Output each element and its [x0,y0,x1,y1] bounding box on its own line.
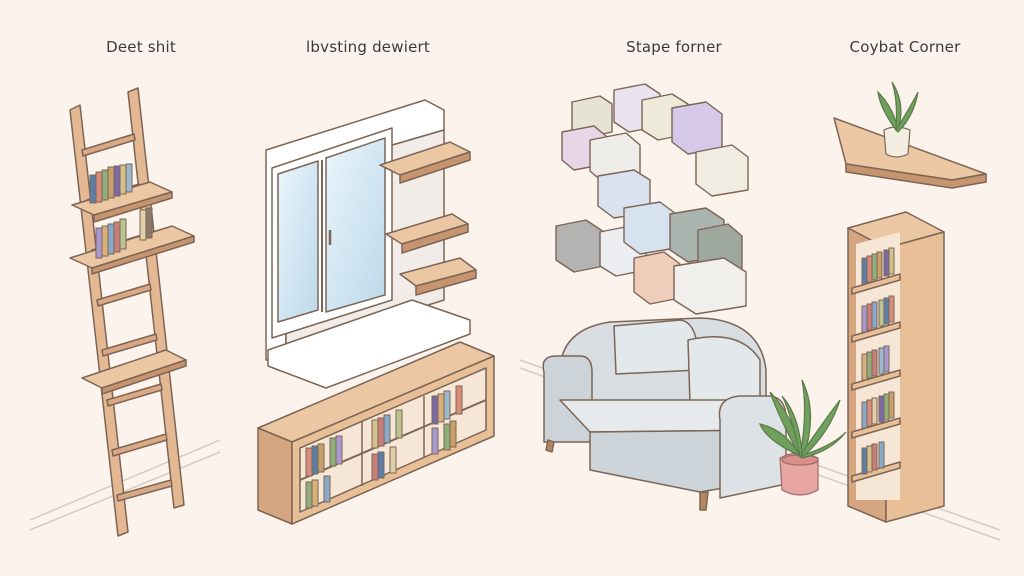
caption-window-shelves: lbvsting dewiert [306,38,430,56]
floating-shelves [379,141,477,296]
tall-bookcase [847,211,945,523]
low-bookcase [257,341,495,525]
caption-ladder-shelf: Deet shit [106,38,176,56]
cube-shelves [555,83,749,315]
ladder-shelf [69,87,195,537]
sofa [542,317,787,511]
caption-cube-shelves: Stape forner [626,38,722,56]
corner-shelf-plant [877,81,919,158]
cube [633,251,681,305]
tall-bookcase-books [861,247,895,475]
cube [695,144,749,197]
cube [671,101,723,155]
window-shelves [257,99,495,525]
window-glass-right [325,137,386,313]
corner-shelf [833,117,987,189]
floor-plant [759,379,847,496]
ladder-shelf-boards [69,181,195,395]
cube [673,257,747,315]
tall-bookcase-shelves [851,273,901,483]
caption-corner-shelf: Coybat Corner [849,38,961,56]
cube [555,219,605,273]
cube [623,201,677,255]
window-sill [267,299,471,389]
window-glass-left [277,160,319,323]
ladder-books [89,163,153,259]
